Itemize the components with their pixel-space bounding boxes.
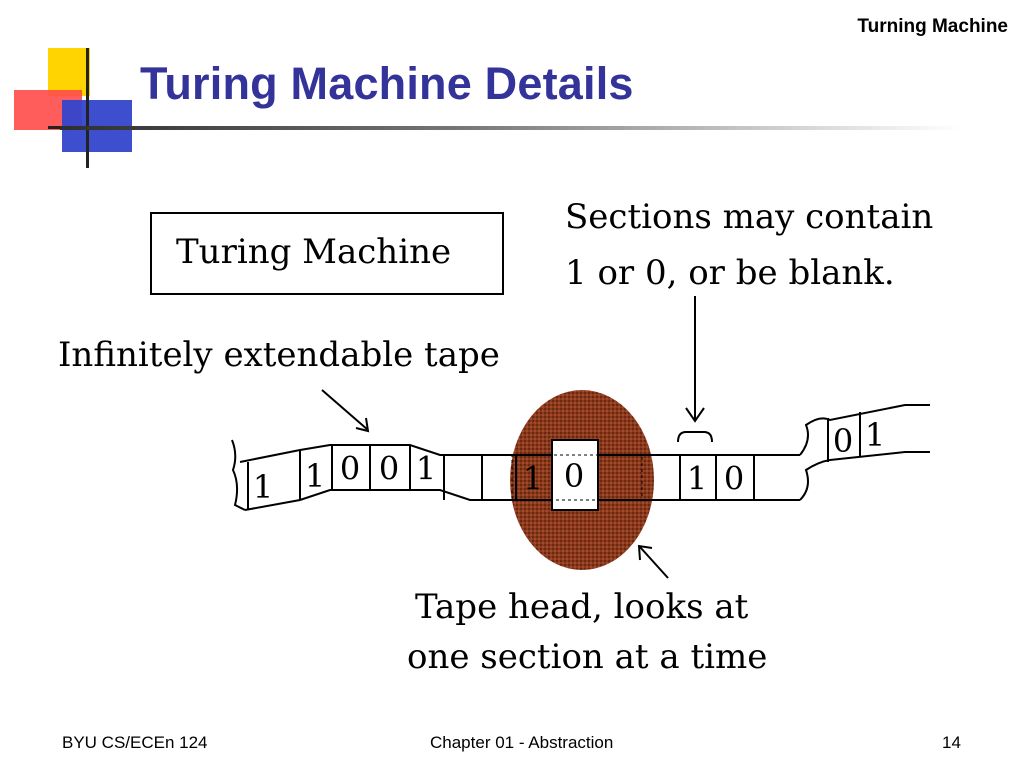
- head-arrow: [637, 544, 669, 579]
- tape-cell-symbol: 1: [253, 468, 273, 506]
- slide-title: Turing Machine Details: [140, 58, 634, 109]
- tape-cell-symbol: 0: [379, 450, 399, 488]
- tape-cell-symbol: 1: [865, 416, 885, 454]
- footer-course: BYU CS/ECEn 124: [62, 733, 208, 752]
- machine-box: [150, 212, 504, 295]
- tape-cell-symbol: 1: [416, 450, 436, 488]
- tape-cell-symbol: 0: [833, 422, 853, 460]
- footer-chapter: Chapter 01 - Abstraction: [430, 733, 614, 752]
- tape-cell-symbol: 1: [305, 457, 325, 495]
- header-label: Turning Machine: [857, 16, 1008, 37]
- head-note-line-2: one section at a time: [407, 637, 767, 677]
- tape-cell-symbol: 0: [564, 457, 584, 495]
- sections-note-line-2: 1 or 0, or be blank.: [565, 253, 895, 293]
- tape-cell-symbol: 0: [724, 460, 744, 498]
- tape-arrow: [321, 389, 370, 433]
- title-rule: [60, 126, 960, 130]
- tape-cell-symbol: 0: [340, 450, 360, 488]
- sections-note-line-1: Sections may contain: [565, 197, 933, 237]
- head-note-line-1: Tape head, looks at: [415, 587, 749, 627]
- tape-cell-symbol: 1: [523, 460, 543, 498]
- machine-box-label: Turing Machine: [176, 232, 451, 272]
- tape-head-region: [511, 454, 643, 501]
- sections-arrow: [677, 296, 713, 443]
- tape-note: Infinitely extendable tape: [58, 335, 500, 375]
- tape-cell-symbol: 1: [687, 460, 707, 498]
- footer-page-number: 14: [942, 733, 961, 752]
